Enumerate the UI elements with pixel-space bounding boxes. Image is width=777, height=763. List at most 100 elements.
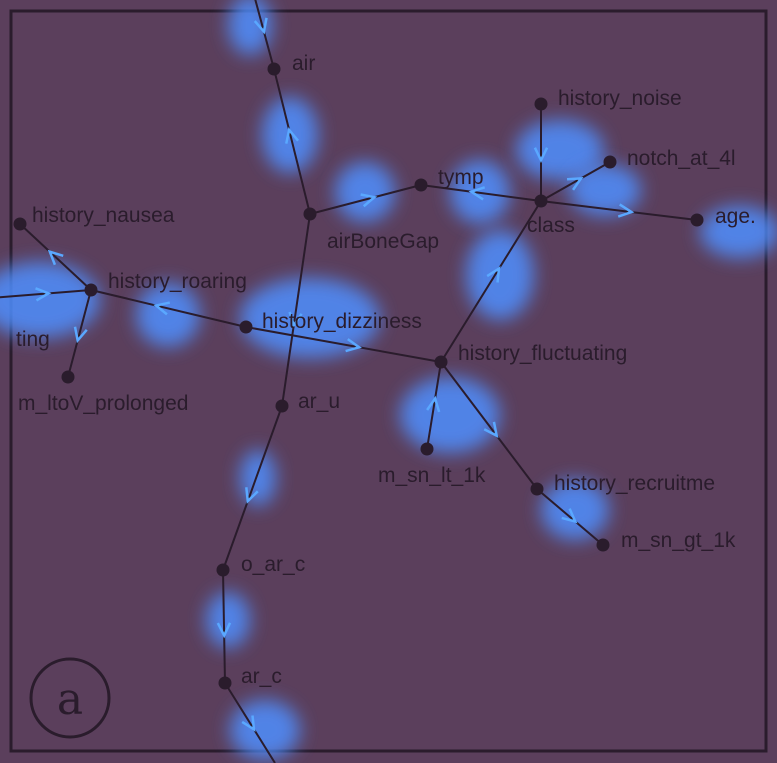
nodes-layer: [13, 62, 704, 690]
node-label-air: air: [292, 52, 315, 75]
node-label-class: class: [527, 214, 575, 237]
node-history_noise[interactable]: [534, 97, 548, 111]
edge-class-to-tymp: [420, 184, 542, 202]
highlight-blob: [541, 480, 609, 540]
arrow-head-icon: [253, 17, 268, 35]
node-history_dizziness[interactable]: [239, 320, 253, 334]
node-airBoneGap[interactable]: [303, 207, 317, 221]
edge-o_ar_c-to-ar_c: [222, 569, 226, 684]
node-tymp[interactable]: [414, 178, 428, 192]
arrow-head-icon: [617, 203, 635, 218]
node-class[interactable]: [534, 194, 548, 208]
arrow-head-icon: [566, 176, 584, 191]
highlight-blob: [240, 450, 276, 506]
node-o_ar_c[interactable]: [216, 563, 230, 577]
badge: a: [29, 657, 111, 739]
node-m_ltoV_prolonged[interactable]: [61, 370, 75, 384]
node-label-ar_c: ar_c: [241, 665, 282, 688]
arrow-head-icon: [426, 395, 441, 413]
node-m_sn_lt_1k[interactable]: [420, 442, 434, 456]
node-label-airBoneGap: airBoneGap: [327, 230, 439, 253]
arrow-head-icon: [153, 301, 171, 316]
highlight-blob: [335, 162, 395, 222]
node-history_recruitment[interactable]: [530, 482, 544, 496]
node-notch_at_4k[interactable]: [603, 155, 617, 169]
node-history_roaring[interactable]: [84, 283, 98, 297]
node-label-history_noise: history_noise: [558, 87, 682, 110]
arrow-head-icon: [468, 186, 486, 201]
node-age[interactable]: [690, 213, 704, 227]
edge-airBoneGap-to-air: [273, 68, 311, 215]
node-label-m_sn_gt_1k: m_sn_gt_1k: [621, 529, 736, 552]
edge-history_recruitment-to-m_sn_gt_1k: [536, 488, 604, 546]
node-label-tymp: tymp: [438, 166, 484, 189]
node-label-fluctuating_left: ting: [16, 328, 50, 351]
edge-m_sn_lt_1k-to-history_fluctuating: [426, 361, 442, 450]
edges-layer: [0, 0, 698, 763]
node-history_nausea[interactable]: [13, 217, 27, 231]
edge-history_roaring-to-m_ltoV_prolonged: [67, 289, 92, 378]
highlight-blob: [700, 206, 777, 258]
arrow-head-icon: [245, 487, 259, 504]
arrow-head-icon: [73, 326, 88, 344]
node-label-history_dizziness: history_dizziness: [262, 310, 422, 333]
arrow-head-icon: [216, 622, 232, 639]
arrow-head-icon: [285, 127, 300, 144]
arrow-head-icon: [35, 287, 52, 302]
highlight-blob: [400, 377, 500, 453]
node-m_sn_gt_1k[interactable]: [596, 538, 610, 552]
badge-letter: a: [57, 674, 83, 725]
highlight-blob: [466, 230, 534, 320]
edge-history_roaring-to-history_nausea: [19, 223, 92, 291]
arrow-head-icon: [360, 193, 378, 208]
arrow-head-icon: [345, 338, 362, 353]
node-label-ar_u: ar_u: [298, 390, 340, 413]
arrow-head-icon: [288, 311, 303, 329]
node-label-history_recruitment: history_recruitme: [554, 472, 715, 495]
edge-ar_u-to-o_ar_c: [222, 405, 283, 571]
node-air[interactable]: [267, 62, 281, 76]
edge-fluctuating_left-to-history_roaring: [0, 289, 92, 299]
arrow-head-icon: [561, 508, 578, 524]
node-label-age: age.: [715, 205, 756, 228]
labels-layer: air airBoneGap tymp class history_noisenotch…: [16, 52, 756, 688]
badge-circle: [29, 657, 111, 739]
edge-history_dizziness-to-history_fluctuating: [245, 326, 442, 363]
node-label-history_nausea: history_nausea: [32, 204, 175, 227]
node-label-m_ltoV_prolonged: m_ltoV_prolonged: [18, 392, 188, 415]
node-history_fluctuating[interactable]: [434, 355, 448, 369]
node-label-history_fluctuating: history_fluctuating: [458, 342, 627, 365]
arrow-head-icon: [533, 147, 549, 164]
highlight-blob: [136, 283, 200, 347]
highlight-blob: [240, 278, 380, 358]
edge-history_dizziness-to-history_roaring: [90, 289, 247, 328]
edge-history_fluctuating-to-class: [440, 200, 542, 363]
arrow-head-icon: [241, 715, 256, 732]
highlight-blob: [228, 0, 272, 55]
edge-air_top-to-air: [254, 0, 275, 70]
highlight-blob: [516, 120, 604, 180]
node-label-m_sn_lt_1k: m_sn_lt_1k: [378, 464, 486, 487]
edge-class-to-age: [540, 200, 698, 221]
arrow-head-icon: [486, 266, 501, 283]
highlight-blob: [0, 262, 100, 338]
highlight-blob: [230, 700, 300, 760]
node-ar_u[interactable]: [275, 399, 289, 413]
edge-class-to-notch_at_4k: [540, 161, 611, 202]
node-ar_c[interactable]: [218, 676, 232, 690]
arrow-head-icon: [483, 421, 499, 438]
arrow-head-icon: [47, 249, 64, 266]
highlight-blob: [206, 592, 250, 648]
node-label-o_ar_c: o_ar_c: [241, 553, 305, 576]
edge-ar_c-to-ar_c_bottom: [224, 682, 276, 763]
node-label-notch_at_4k: notch_at_4l: [627, 147, 736, 170]
edge-airBoneGap-to-tymp: [309, 184, 422, 215]
frame-border: [9, 9, 768, 753]
edge-history_fluctuating-to-history_recruitment: [440, 361, 538, 490]
node-label-history_roaring: history_roaring: [108, 270, 247, 293]
highlight-blob: [569, 164, 641, 216]
edge-airBoneGap-to-ar_u: [281, 213, 311, 407]
